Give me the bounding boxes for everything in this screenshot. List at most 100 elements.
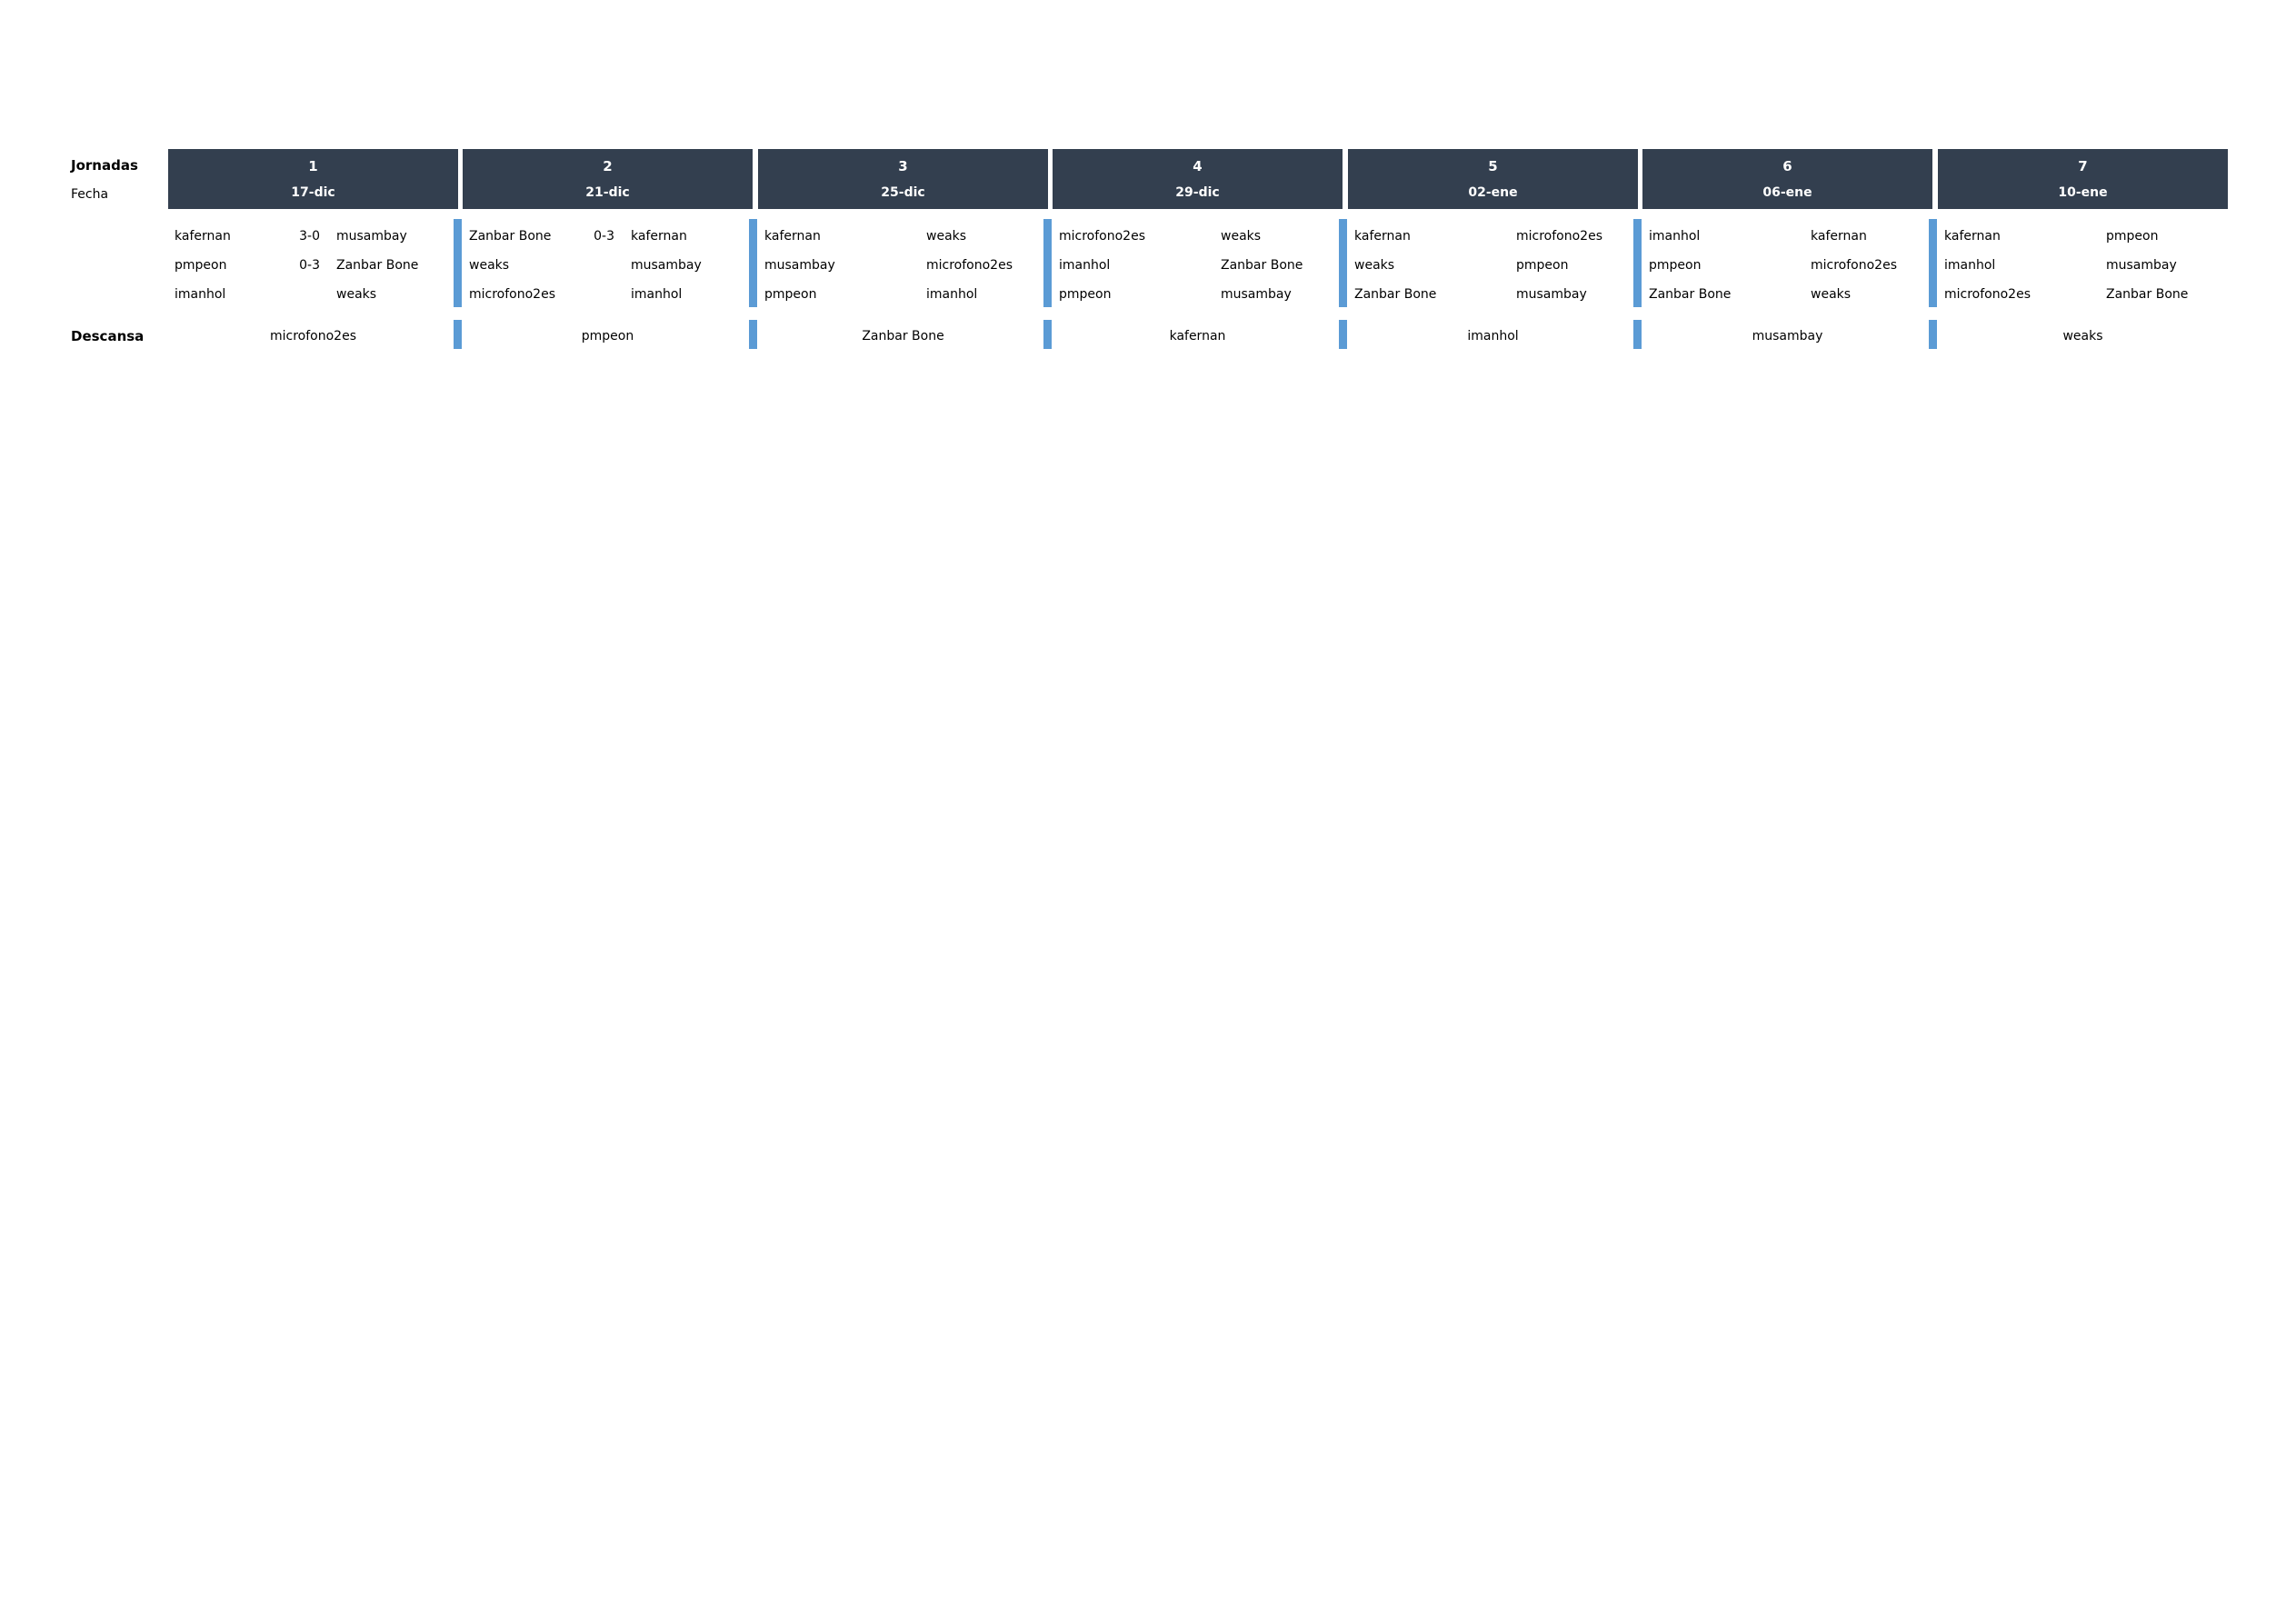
match-row: Zanbar Bone 0-3 kafernan <box>463 222 753 251</box>
jornada-date: 02-ene <box>1468 185 1518 200</box>
resting-team: pmpeon <box>581 329 634 344</box>
home-team: imanhol <box>1944 258 1996 273</box>
away-team: imanhol <box>631 287 683 302</box>
jornada-column-4: 4 29-dic microfono2es weaks imanhol Zanb… <box>1043 0 1343 382</box>
home-team: musambay <box>764 258 835 273</box>
fecha-row-label: Fecha <box>71 187 109 202</box>
away-team: musambay <box>2106 258 2177 273</box>
home-team: kafernan <box>175 229 231 244</box>
away-team: kafernan <box>1811 229 1867 244</box>
match-row: imanhol Zanbar Bone <box>1053 251 1343 280</box>
jornada-date: 25-dic <box>881 185 925 200</box>
jornada-date: 06-ene <box>1762 185 1812 200</box>
resting-team: Zanbar Bone <box>862 329 944 344</box>
jornada-2-header: 2 21-dic <box>463 149 753 209</box>
rest-separator-bar <box>454 320 462 349</box>
away-team: weaks <box>1221 229 1262 244</box>
home-team: Zanbar Bone <box>469 229 552 244</box>
home-team: pmpeon <box>175 258 227 273</box>
column-separator-bar <box>1339 219 1347 307</box>
away-team: microfono2es <box>1516 229 1602 244</box>
resting-team: imanhol <box>1467 329 1519 344</box>
jornada-number: 6 <box>1782 158 1792 174</box>
column-separator-bar <box>749 219 757 307</box>
jornada-column-3: 3 25-dic kafernan weaks musambay microfo… <box>749 0 1048 382</box>
resting-team: microfono2es <box>270 329 356 344</box>
jornada-1-header: 1 17-dic <box>168 149 458 209</box>
jornada-column-5: 5 02-ene kafernan microfono2es weaks pmp… <box>1339 0 1638 382</box>
jornada-number: 3 <box>898 158 908 174</box>
match-row: kafernan weaks <box>758 222 1048 251</box>
away-team: musambay <box>631 258 702 273</box>
away-team: pmpeon <box>2106 229 2159 244</box>
match-row: Zanbar Bone weaks <box>1642 280 1932 309</box>
jornada-date: 10-ene <box>2058 185 2108 200</box>
match-row: weaks musambay <box>463 251 753 280</box>
jornada-3-header: 3 25-dic <box>758 149 1048 209</box>
jornada-number: 2 <box>603 158 613 174</box>
jornada-column-1: 1 17-dic kafernan 3-0 musambay pmpeon 0-… <box>168 0 458 382</box>
home-team: imanhol <box>1059 258 1111 273</box>
jornada-number: 4 <box>1193 158 1203 174</box>
jornada-column-2: 2 21-dic Zanbar Bone 0-3 kafernan weaks … <box>454 0 753 382</box>
away-team: musambay <box>336 229 407 244</box>
home-team: pmpeon <box>1059 287 1112 302</box>
away-team: musambay <box>1221 287 1292 302</box>
rest-separator-bar <box>749 320 757 349</box>
match-row: pmpeon imanhol <box>758 280 1048 309</box>
resting-team: musambay <box>1752 329 1823 344</box>
column-separator-bar <box>1633 219 1642 307</box>
home-team: pmpeon <box>764 287 817 302</box>
home-team: imanhol <box>1649 229 1701 244</box>
home-team: microfono2es <box>1944 287 2031 302</box>
rest-separator-bar <box>1929 320 1937 349</box>
home-team: weaks <box>1354 258 1395 273</box>
match-score: 3-0 <box>299 229 320 244</box>
match-row: Zanbar Bone musambay <box>1348 280 1638 309</box>
rest-separator-bar <box>1043 320 1052 349</box>
match-row: pmpeon 0-3 Zanbar Bone <box>168 251 458 280</box>
jornada-number: 5 <box>1488 158 1498 174</box>
jornada-5-header: 5 02-ene <box>1348 149 1638 209</box>
away-team: Zanbar Bone <box>336 258 419 273</box>
match-row: kafernan pmpeon <box>1938 222 2228 251</box>
match-row: imanhol kafernan <box>1642 222 1932 251</box>
home-team: kafernan <box>1354 229 1411 244</box>
match-row: microfono2es imanhol <box>463 280 753 309</box>
match-row: kafernan 3-0 musambay <box>168 222 458 251</box>
match-row: kafernan microfono2es <box>1348 222 1638 251</box>
jornada-4-header: 4 29-dic <box>1053 149 1343 209</box>
away-team: musambay <box>1516 287 1587 302</box>
home-team: kafernan <box>1944 229 2001 244</box>
away-team: Zanbar Bone <box>2106 287 2189 302</box>
match-score: 0-3 <box>594 229 614 244</box>
match-row: imanhol weaks <box>168 280 458 309</box>
rest-separator-bar <box>1339 320 1347 349</box>
resting-team: kafernan <box>1169 329 1226 344</box>
home-team: microfono2es <box>1059 229 1145 244</box>
match-row: imanhol musambay <box>1938 251 2228 280</box>
home-team: kafernan <box>764 229 821 244</box>
home-team: pmpeon <box>1649 258 1702 273</box>
jornada-column-7: 7 10-ene kafernan pmpeon imanhol musamba… <box>1929 0 2228 382</box>
column-separator-bar <box>1043 219 1052 307</box>
away-team: kafernan <box>631 229 687 244</box>
match-row: musambay microfono2es <box>758 251 1048 280</box>
home-team: microfono2es <box>469 287 555 302</box>
match-row: pmpeon microfono2es <box>1642 251 1932 280</box>
match-score: 0-3 <box>299 258 320 273</box>
home-team: imanhol <box>175 287 226 302</box>
away-team: Zanbar Bone <box>1221 258 1303 273</box>
jornada-number: 7 <box>2078 158 2088 174</box>
jornada-7-header: 7 10-ene <box>1938 149 2228 209</box>
away-team: microfono2es <box>1811 258 1897 273</box>
jornada-6-header: 6 06-ene <box>1642 149 1932 209</box>
match-row: pmpeon musambay <box>1053 280 1343 309</box>
match-row: microfono2es Zanbar Bone <box>1938 280 2228 309</box>
column-separator-bar <box>454 219 462 307</box>
away-team: weaks <box>926 229 967 244</box>
away-team: weaks <box>336 287 377 302</box>
home-team: Zanbar Bone <box>1354 287 1437 302</box>
home-team: Zanbar Bone <box>1649 287 1732 302</box>
